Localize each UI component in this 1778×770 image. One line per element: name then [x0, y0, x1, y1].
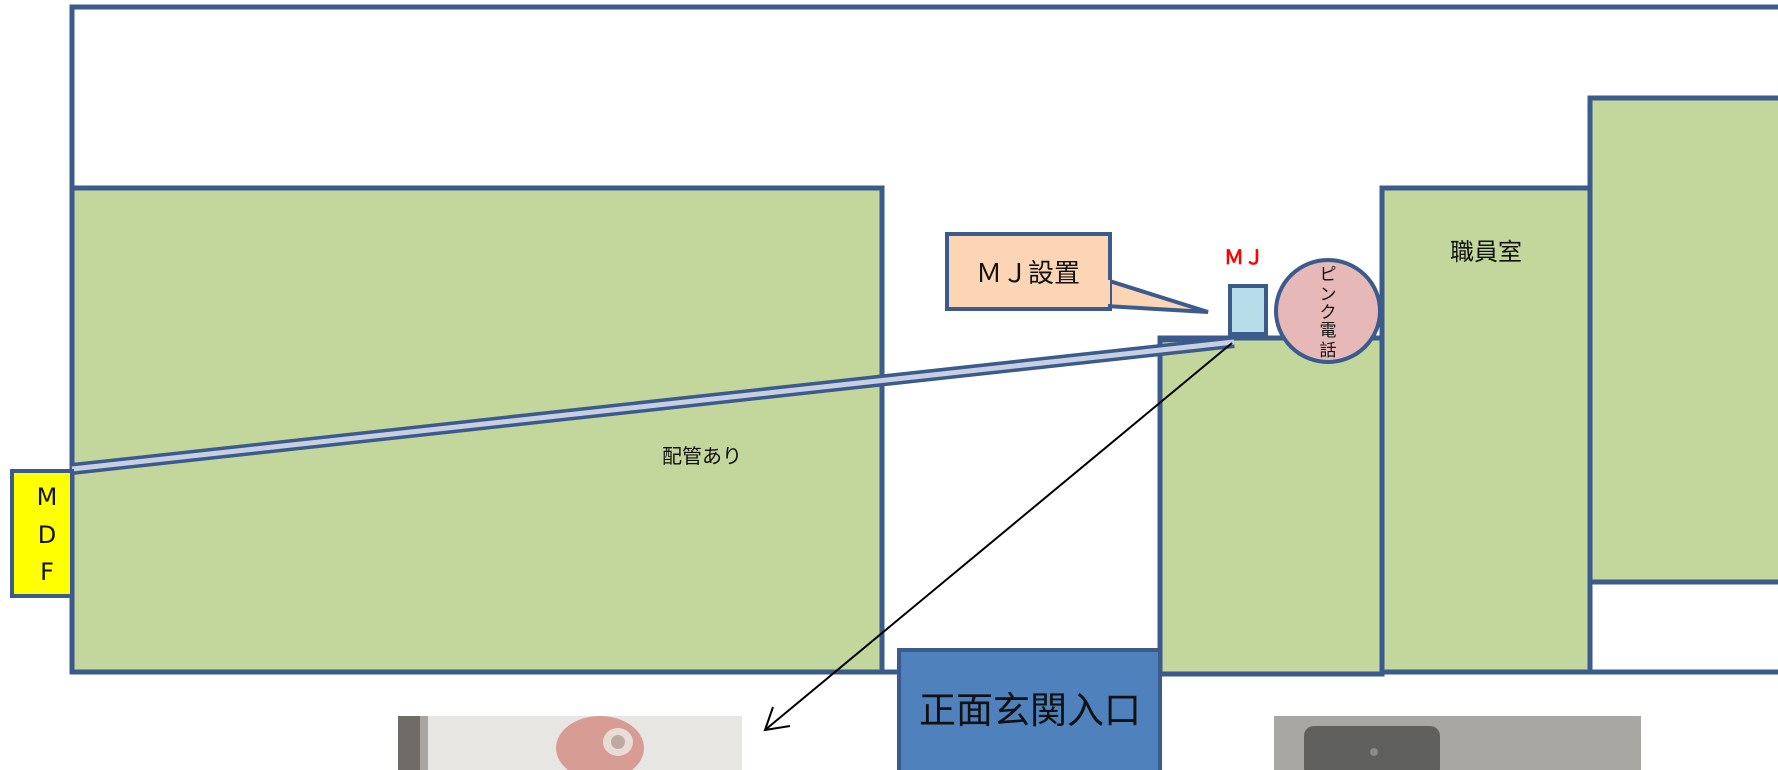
- photo-mj-jack: [1274, 716, 1641, 770]
- staff-room-label: 職員室: [1450, 238, 1522, 266]
- room-middle: [1157, 335, 1385, 677]
- mdf-letter-f: F: [40, 558, 54, 586]
- mj-box: [1228, 284, 1268, 336]
- room-staff: [1379, 185, 1593, 675]
- mdf-box: [10, 469, 74, 598]
- piping-label: 配管あり: [662, 444, 742, 468]
- mdf-letter-m: M: [37, 483, 58, 511]
- mj-arrow-line: [764, 342, 1233, 731]
- pink-phone-char-1: ピ: [1320, 265, 1337, 285]
- mdf-letter-d: D: [38, 521, 56, 549]
- mj-callout-text: ＭＪ設置: [976, 259, 1080, 289]
- front-entrance-box: [897, 648, 1162, 770]
- piping-inner: [71, 339, 1235, 472]
- mj-label: ＭＪ: [1224, 245, 1264, 269]
- pink-phone-char-5: 話: [1320, 341, 1337, 361]
- mj-arrow-head: [763, 706, 791, 732]
- room-far-right: [1587, 95, 1778, 585]
- mj-callout-box: [945, 232, 1112, 311]
- pink-phone-char-4: 電: [1320, 321, 1337, 341]
- pink-phone-circle: [1274, 258, 1382, 364]
- photo-pink-phone: [398, 716, 742, 770]
- pink-phone-char-2: ン: [1320, 285, 1337, 305]
- front-entrance-label: 正面玄関入口: [919, 689, 1141, 732]
- pink-phone-char-3: ク: [1320, 303, 1337, 323]
